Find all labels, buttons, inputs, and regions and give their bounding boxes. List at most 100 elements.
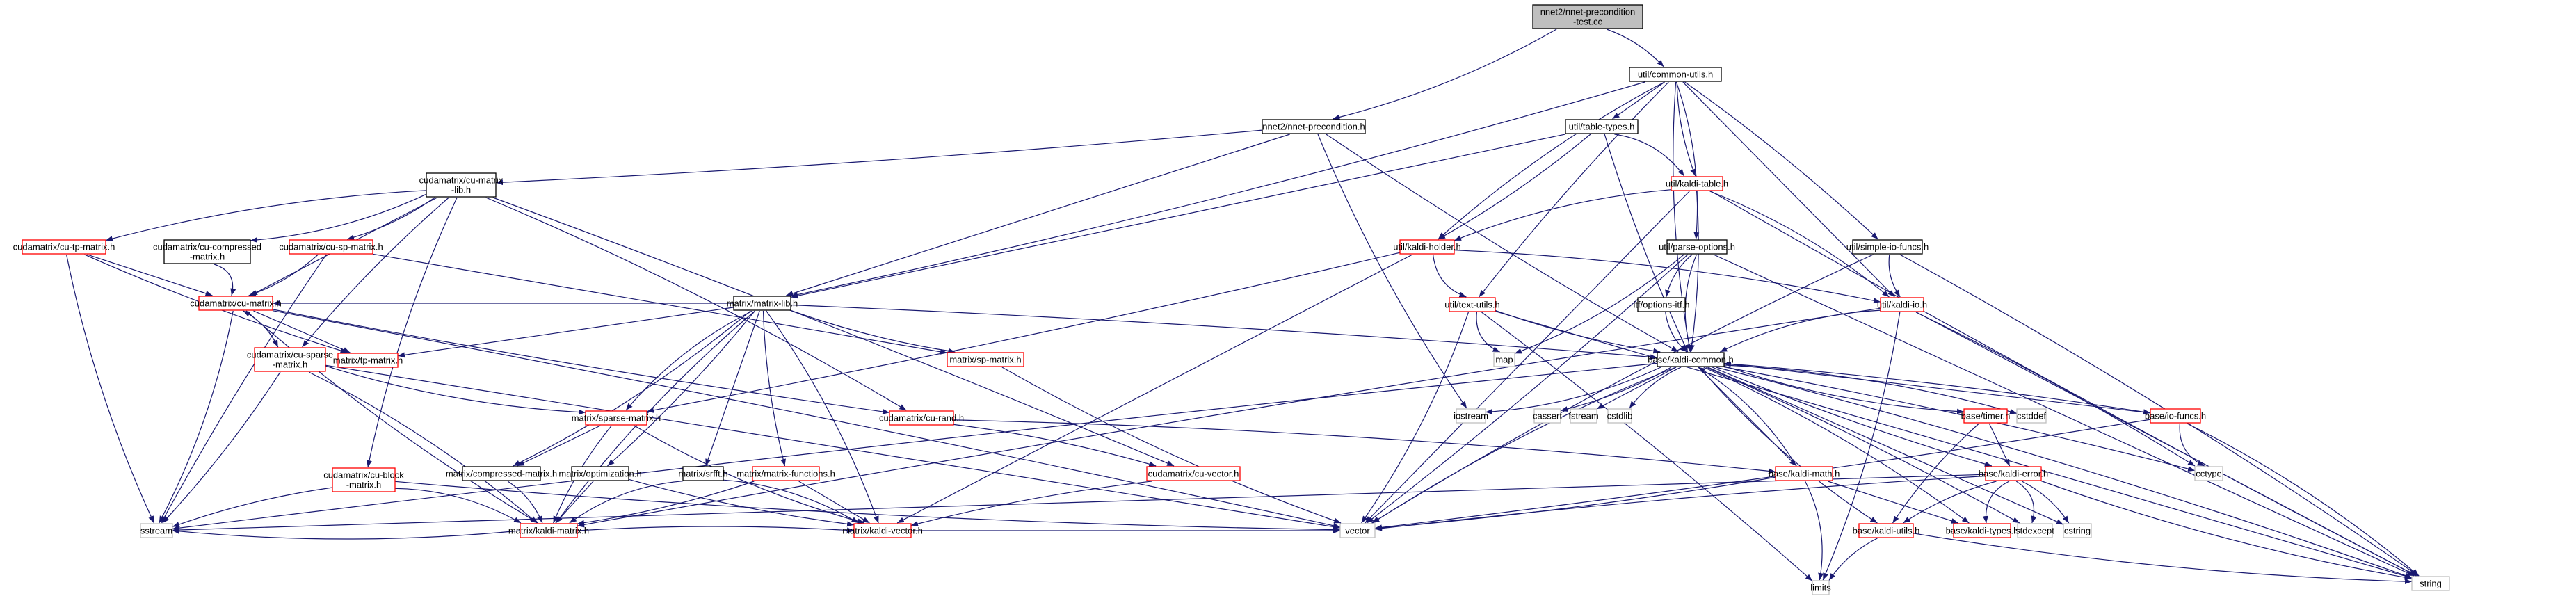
node-cu-sp-matrix[interactable]: cudamatrix/cu-sp-matrix.h [279, 239, 383, 255]
edge-cu-sparse-matrix-to-sparse-matrix [325, 365, 586, 415]
edge-io-funcs-to-kaldi-common [1723, 361, 2151, 414]
node-box [198, 296, 273, 311]
node-box [1880, 297, 1924, 312]
node-kaldi-common[interactable]: base/kaldi-common.h [1648, 352, 1734, 367]
node-options-itf[interactable]: itf/options-itf.h [1634, 297, 1690, 312]
node-string: string [2411, 576, 2450, 591]
edge-line [607, 310, 755, 467]
node-kaldi-matrix[interactable]: matrix/kaldi-matrix.h [508, 523, 589, 538]
edge-line [1903, 481, 1997, 524]
edge-line [1612, 81, 1665, 120]
edge-line [346, 197, 435, 241]
edge-kaldi-holder-to-kaldi-io [1454, 250, 1881, 304]
edge-kaldi-io-to-kaldi-matrix [577, 307, 1881, 528]
node-cu-sparse-matrix[interactable]: cudamatrix/cu-sparse-matrix.h [247, 347, 333, 372]
edge-cu-sparse-matrix-to-sstream [162, 371, 281, 524]
node-box [571, 466, 629, 481]
node-cu-block-matrix[interactable]: cudamatrix/cu-block-matrix.h [323, 467, 404, 492]
node-kaldi-table[interactable]: util/kaldi-table.h [1666, 176, 1728, 191]
node-compressed-matrix[interactable]: matrix/compressed-matrix.h [446, 466, 557, 481]
edge-cu-matrix-to-kaldi-matrix [245, 310, 539, 524]
node-label: base/kaldi-types.h [1946, 526, 2019, 536]
edge-line [1485, 367, 1661, 414]
node-box [1607, 408, 1632, 424]
node-cassert: cassert [1533, 408, 1562, 424]
node-cu-rand[interactable]: cudamatrix/cu-rand.h [879, 410, 964, 426]
edge-line [1665, 254, 1693, 298]
node-nnet-precondition[interactable]: nnet2/nnet-precondition.h [1262, 119, 1366, 134]
node-label: matrix/sp-matrix.h [949, 355, 1021, 365]
node-matrix-lib[interactable]: matrix/matrix-lib.h [727, 296, 798, 311]
edge-nnet-precondition-to-iostream [1317, 134, 1467, 409]
node-label: string [2420, 579, 2442, 589]
edge-cu-matrix-lib-to-cu-compressed-matrix [250, 193, 427, 243]
node-cu-compressed-matrix[interactable]: cudamatrix/cu-compressed-matrix.h [153, 239, 261, 264]
edge-line [1596, 367, 1677, 410]
node-cu-matrix[interactable]: cudamatrix/cu-matrix.h [190, 296, 282, 311]
node-box [947, 352, 1024, 367]
node-cctype: cctype [2194, 466, 2223, 481]
edge-cu-compressed-matrix-to-cu-matrix [214, 264, 236, 296]
edge-line [1723, 365, 1965, 414]
node-srfft[interactable]: matrix/srfft.h [678, 466, 728, 481]
edge-kaldi-common-to-kaldi-utils [1699, 367, 1878, 524]
edge-line [1899, 254, 2419, 577]
node-kaldi-holder[interactable]: util/kaldi-holder.h [1393, 239, 1461, 255]
node-kaldi-math[interactable]: base/kaldi-math.h [1769, 466, 1840, 481]
node-matrix-functions[interactable]: matrix/matrix-functions.h [736, 466, 835, 481]
node-text-utils[interactable]: util/text-utils.h [1444, 297, 1500, 312]
edge-line [253, 310, 351, 353]
edge-line [786, 134, 1290, 296]
edge-line [1607, 29, 1664, 67]
node-cu-vector[interactable]: cudamatrix/cu-vector.h [1146, 466, 1241, 481]
edge-io-funcs-to-vector [1374, 419, 2151, 531]
edge-matrix-lib-to-kaldi-matrix [555, 310, 756, 524]
edge-line [1723, 364, 2018, 414]
node-parse-options[interactable]: util/parse-options.h [1659, 239, 1735, 255]
node-common-utils[interactable]: util/common-utils.h [1629, 67, 1722, 82]
node-tp-matrix[interactable]: matrix/tp-matrix.h [333, 353, 403, 368]
node-label: -matrix.h [273, 360, 308, 370]
node-table-types[interactable]: util/table-types.h [1565, 119, 1639, 134]
edge-options-itf-to-kaldi-common [1665, 312, 1687, 353]
node-box [1532, 4, 1643, 29]
node-kaldi-types[interactable]: base/kaldi-types.h [1946, 523, 2019, 538]
edge-kaldi-common-to-cstring [1707, 367, 2064, 525]
node-label: base/kaldi-utils.h [1853, 526, 1920, 536]
node-sparse-matrix[interactable]: matrix/sparse-matrix.h [572, 410, 661, 426]
node-box [1775, 466, 1833, 481]
edge-line [634, 425, 865, 524]
edge-nnet-precondition-to-matrix-lib [786, 134, 1290, 296]
edge-compressed-matrix-to-kaldi-matrix [507, 481, 543, 524]
node-timer[interactable]: base/timer.h [1961, 408, 2011, 424]
node-root[interactable]: nnet2/nnet-precondition-test.cc [1532, 4, 1643, 29]
edge-kaldi-table-to-string [1710, 191, 2417, 577]
edge-kaldi-common-to-io-funcs [1723, 363, 2151, 415]
edge-line [325, 365, 586, 415]
edge-line [366, 197, 458, 468]
node-kaldi-vector[interactable]: matrix/kaldi-vector.h [842, 523, 923, 538]
node-kaldi-io[interactable]: util/kaldi-io.h [1877, 297, 1927, 312]
edge-kaldi-error-to-string [2040, 480, 2413, 581]
edge-simple-io-funcs-to-kaldi-io [1888, 254, 1901, 298]
node-kaldi-utils[interactable]: base/kaldi-utils.h [1853, 523, 1920, 538]
edge-line [2022, 481, 2070, 524]
edge-line [1828, 481, 1958, 524]
node-cu-matrix-lib[interactable]: cudamatrix/cu-matrix-lib.h [419, 172, 504, 198]
node-optimization[interactable]: matrix/optimization.h [558, 466, 642, 481]
edge-common-utils-to-matrix-lib [790, 81, 1645, 298]
node-sp-matrix[interactable]: matrix/sp-matrix.h [947, 352, 1024, 367]
node-io-funcs[interactable]: base/io-funcs.h [2145, 408, 2206, 424]
edge-parse-options-to-map [1514, 254, 1684, 354]
edge-kaldi-matrix-to-kaldi-vector [577, 526, 855, 533]
edge-kaldi-common-to-cstddef [1723, 364, 2018, 414]
edge-line [1915, 312, 2196, 467]
node-kaldi-error[interactable]: base/kaldi-error.h [1979, 466, 2048, 481]
edge-line [325, 364, 1341, 530]
edge-line [555, 310, 756, 524]
edge-line [250, 193, 427, 243]
node-cu-tp-matrix[interactable]: cudamatrix/cu-tp-matrix.h [13, 239, 115, 255]
edge-line [1916, 312, 2417, 577]
edge-kaldi-math-to-kaldi-types [1828, 481, 1958, 524]
node-simple-io-funcs[interactable]: util/simple-io-funcs.h [1846, 239, 1929, 255]
